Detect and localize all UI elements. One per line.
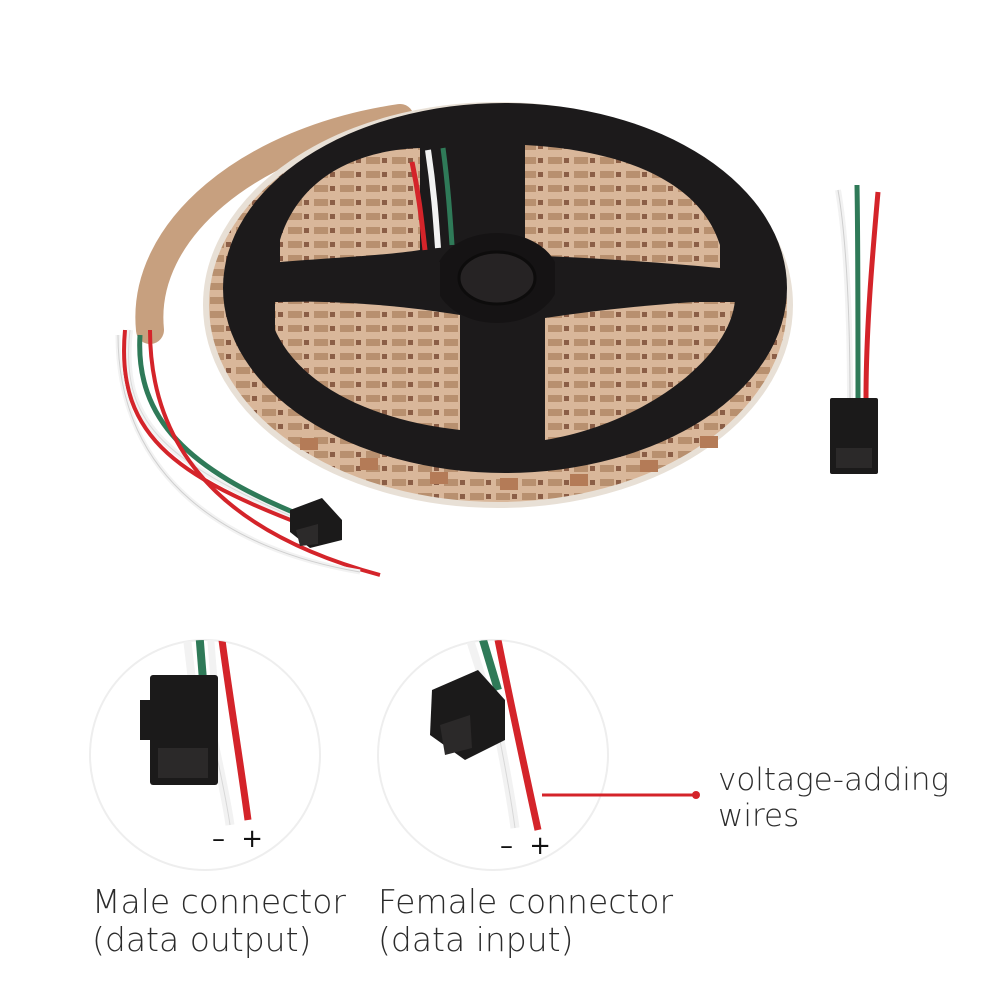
female-connector-closeup	[377, 639, 609, 871]
reel-window-bottom-right	[545, 300, 735, 440]
female-connector-subtitle: (data input)	[378, 920, 574, 959]
callout-text-line2: wires	[718, 798, 800, 834]
strip-female-connector	[290, 498, 342, 548]
reel-window-top-right	[525, 145, 720, 268]
led-chips	[300, 436, 718, 490]
male-polarity-label: – +	[212, 824, 268, 854]
reel-window-top-left	[280, 148, 420, 262]
pigtail-connector	[830, 184, 881, 474]
strip-wires	[115, 329, 381, 577]
callout-line	[542, 791, 700, 799]
male-connector-subtitle: (data output)	[92, 920, 312, 959]
reel-window-bottom-left	[275, 301, 460, 430]
female-polarity-label: – +	[500, 831, 556, 861]
callout-text-line1: voltage-adding	[718, 762, 950, 798]
female-connector-title: Female connector	[378, 882, 674, 921]
male-connector-title: Male connector	[92, 882, 346, 921]
male-connector-closeup	[89, 639, 321, 871]
led-strip-reel	[135, 102, 793, 508]
strip-tail	[135, 104, 414, 344]
